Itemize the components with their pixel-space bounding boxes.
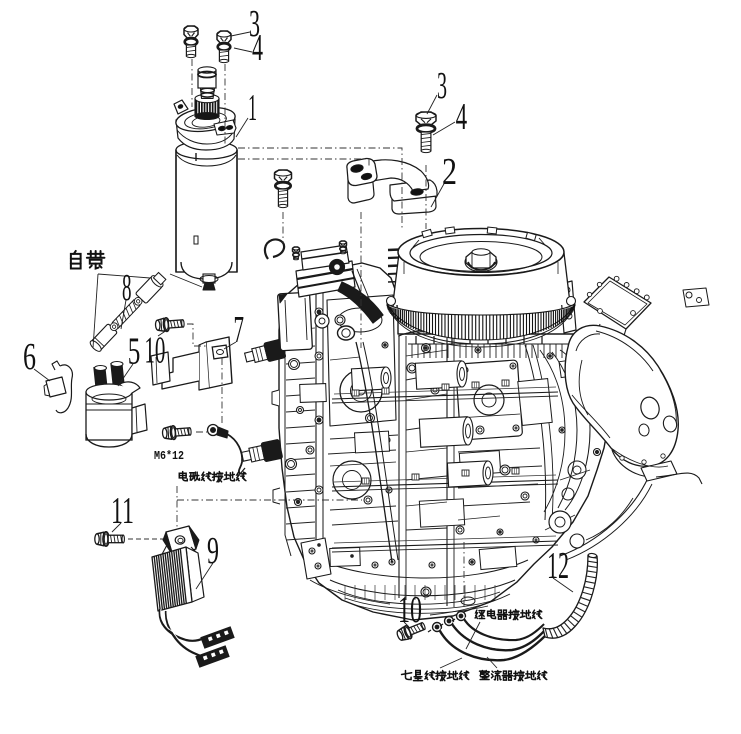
svg-text:3: 3 xyxy=(437,65,447,107)
svg-text:10: 10 xyxy=(398,589,422,631)
svg-text:3: 3 xyxy=(249,3,260,45)
svg-text:4: 4 xyxy=(456,96,468,138)
svg-text:2: 2 xyxy=(442,151,457,193)
svg-text:10: 10 xyxy=(144,330,165,372)
svg-text:9: 9 xyxy=(207,530,219,572)
svg-text:12: 12 xyxy=(547,545,569,587)
svg-text:11: 11 xyxy=(111,490,134,532)
svg-text:6: 6 xyxy=(23,336,36,378)
svg-text:7: 7 xyxy=(234,309,245,351)
svg-text:M6*12: M6*12 xyxy=(154,449,184,463)
svg-text:4: 4 xyxy=(252,27,263,69)
svg-text:8: 8 xyxy=(122,267,132,309)
svg-text:5: 5 xyxy=(128,331,141,373)
svg-text:1: 1 xyxy=(248,87,257,129)
